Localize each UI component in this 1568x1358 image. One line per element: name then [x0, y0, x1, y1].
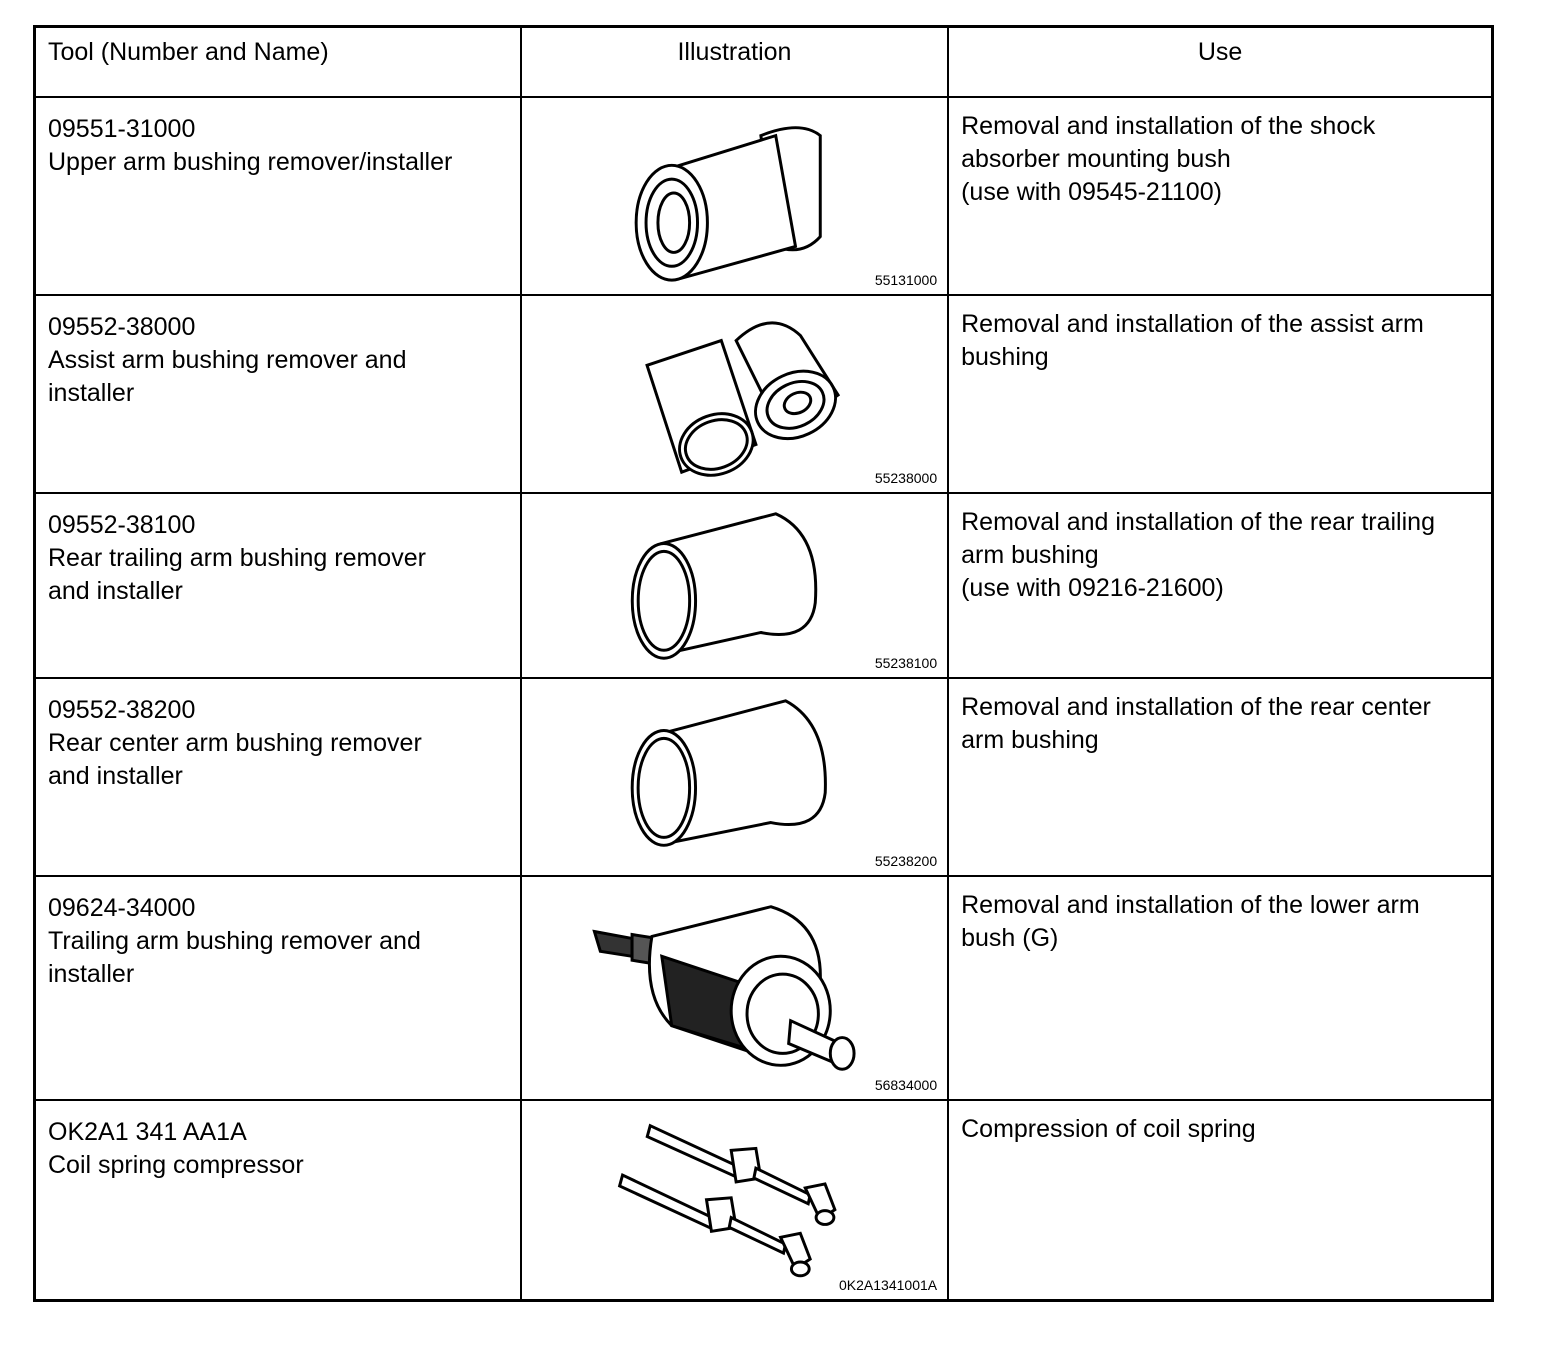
use-text: Removal and installation of the rear tra… [961, 508, 1435, 536]
illustration-cell: 55238200 [519, 677, 950, 877]
use-cell: Removal and installation of the shock ab… [947, 96, 1494, 296]
image-code: 56834000 [874, 1077, 938, 1093]
tool-name: Upper arm bushing remover/installer [48, 148, 453, 176]
tool-name: Assist arm bushing remover and [48, 346, 407, 374]
tool-name: installer [48, 960, 135, 988]
sleeve-icon [630, 699, 827, 847]
tool-cell: 09552-38100 Rear trailing arm bushing re… [33, 492, 522, 679]
illustration-cell: 55238000 [519, 294, 950, 494]
tool-name: Trailing arm bushing remover and [48, 927, 421, 955]
bushing-tool-icon [634, 126, 822, 282]
tool-cell: 09551-31000 Upper arm bushing remover/in… [33, 96, 522, 296]
table-row: OK2A1 341 AA1A Coil spring compressor [33, 1099, 1494, 1301]
illustration-cell: 55238100 [519, 492, 950, 679]
use-cell: Removal and installation of the lower ar… [947, 875, 1494, 1101]
use-text: Removal and installation of the assist a… [961, 310, 1424, 338]
tool-cell: OK2A1 341 AA1A Coil spring compressor [33, 1099, 522, 1301]
image-code: 55238000 [874, 470, 938, 486]
tool-name: installer [48, 379, 135, 407]
table-row: 09552-38100 Rear trailing arm bushing re… [33, 492, 1494, 679]
use-text: (use with 09545-21100) [961, 178, 1222, 206]
tool-number: 09551-31000 [48, 115, 196, 143]
tool-name: and installer [48, 762, 183, 790]
use-text: Removal and installation of the shock [961, 112, 1376, 140]
use-text: arm bushing [961, 726, 1099, 754]
illustration-cell: 0K2A1341001A [519, 1099, 950, 1301]
tool-cell: 09552-38200 Rear center arm bushing remo… [33, 677, 522, 877]
table-row: 09552-38200 Rear center arm bushing remo… [33, 677, 1494, 877]
screw-press-icon [592, 905, 856, 1071]
table-row: 09551-31000 Upper arm bushing remover/in… [33, 96, 1494, 296]
header-row: Tool (Number and Name) Illustration Use [33, 25, 1494, 98]
tool-number: OK2A1 341 AA1A [48, 1118, 247, 1146]
use-cell: Removal and installation of the rear cen… [947, 677, 1494, 877]
use-text: arm bushing [961, 541, 1099, 569]
header-use: Use [947, 25, 1494, 98]
use-text: Removal and installation of the lower ar… [961, 891, 1420, 919]
use-text: (use with 09216-21600) [961, 574, 1224, 602]
spring-compressor-icon [617, 1123, 837, 1278]
image-code: 0K2A1341001A [839, 1276, 938, 1293]
use-cell: Removal and installation of the assist a… [947, 294, 1494, 494]
use-text: Removal and installation of the rear cen… [961, 693, 1431, 721]
table-row: 09552-38000 Assist arm bushing remover a… [33, 294, 1494, 494]
tool-name: Coil spring compressor [48, 1151, 304, 1179]
illustration-cell: 55131000 [519, 96, 950, 296]
image-code: 55238100 [874, 655, 938, 671]
use-text: bush (G) [961, 924, 1059, 952]
tool-number: 09552-38000 [48, 313, 196, 341]
use-cell: Removal and installation of the rear tra… [947, 492, 1494, 679]
tool-name: Rear trailing arm bushing remover [48, 544, 426, 572]
tool-number: 09552-38200 [48, 696, 196, 724]
use-cell: Compression of coil spring [947, 1099, 1494, 1301]
tool-number: 09624-34000 [48, 894, 196, 922]
use-text: bushing [961, 343, 1049, 371]
header-illustration: Illustration [519, 25, 950, 98]
use-text: absorber mounting bush [961, 145, 1231, 173]
use-text: Compression of coil spring [961, 1115, 1256, 1143]
tool-name: and installer [48, 577, 183, 605]
image-code: 55131000 [874, 272, 938, 288]
header-tool: Tool (Number and Name) [33, 25, 522, 98]
tool-number: 09552-38100 [48, 511, 196, 539]
tool-cell: 09552-38000 Assist arm bushing remover a… [33, 294, 522, 494]
special-tools-table: Tool (Number and Name) Illustration Use … [33, 25, 1494, 1302]
tool-name: Rear center arm bushing remover [48, 729, 422, 757]
twin-sleeve-icon [644, 321, 840, 477]
illustration-cell: 56834000 [519, 875, 950, 1101]
image-code: 55238200 [874, 853, 938, 869]
sleeve-icon [630, 512, 818, 660]
tool-cell: 09624-34000 Trailing arm bushing remover… [33, 875, 522, 1101]
table-row: 09624-34000 Trailing arm bushing remover… [33, 875, 1494, 1101]
